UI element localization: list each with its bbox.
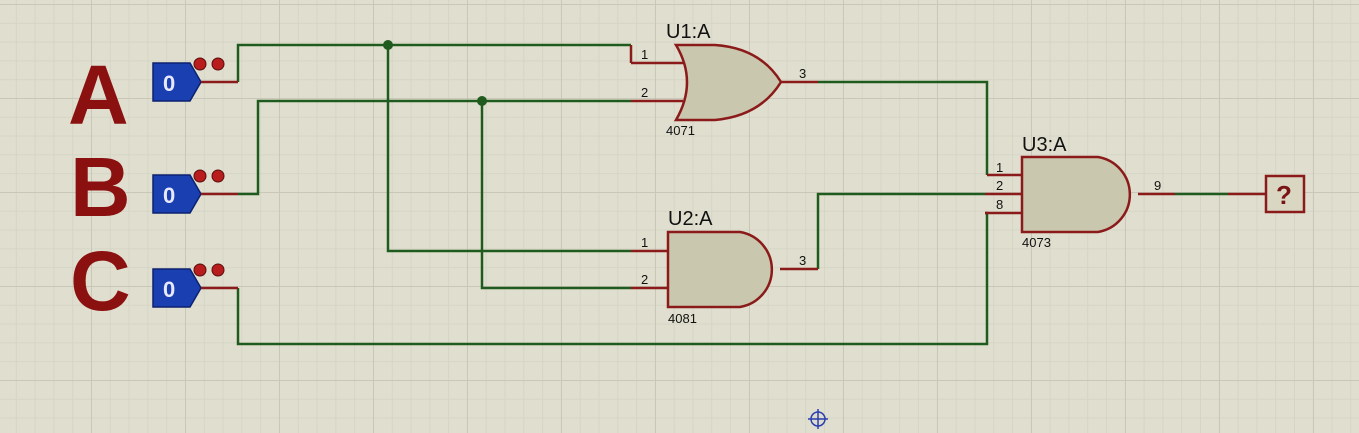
input-label-c: C [70,234,131,328]
gate-part-number: 4071 [666,123,695,138]
toggle-dot-icon[interactable] [193,263,207,277]
logic-state-value: 0 [163,71,175,96]
wires [236,40,1228,346]
wire-c-to-u3-in3[interactable] [236,211,989,346]
wire-u1-out-to-u3-in1[interactable] [818,80,989,175]
toggle-dot-icon[interactable] [193,57,207,71]
toggle-dot-icon[interactable] [211,169,225,183]
toggle-dot-icon[interactable] [211,57,225,71]
pin-number: 9 [1154,178,1161,193]
u1-or-gate[interactable]: U1:A 4071 1 2 3 [629,21,818,138]
wire-b-to-u2-in2[interactable] [480,101,631,290]
wire-b-to-u1-in2[interactable] [238,99,631,196]
pin-number: 8 [996,197,1003,212]
and-gate-body[interactable] [1020,155,1132,234]
pin-number: 1 [641,47,648,62]
input-label-b: B [70,140,131,234]
pin-number: 2 [996,178,1003,193]
gate-designator: U3:A [1022,134,1067,156]
toggle-dot-icon[interactable] [193,169,207,183]
logic-state-box[interactable] [152,268,202,308]
probe-value: ? [1276,180,1292,210]
or-gate-body[interactable] [673,43,783,122]
pin-number: 2 [641,272,648,287]
wire-a-to-u2-in1[interactable] [386,45,631,253]
junction-dot [477,96,487,106]
u2-and-gate[interactable]: U2:A 4081 1 2 3 [631,208,818,326]
input-b[interactable]: B 0 [70,140,238,234]
toggle-dot-icon[interactable] [211,263,225,277]
and-gate-body[interactable] [666,230,774,309]
u3-and-gate[interactable]: U3:A 4073 1 2 8 9 [985,134,1175,250]
logic-state-value: 0 [163,277,175,302]
pin-number: 1 [641,235,648,250]
pin-number: 3 [799,66,806,81]
pin-number: 2 [641,85,648,100]
input-label-a: A [68,48,129,142]
logic-state-value: 0 [163,183,175,208]
input-a[interactable]: A 0 [68,48,238,142]
pin-number: 1 [996,160,1003,175]
probe-box[interactable] [1264,174,1306,214]
gate-designator: U1:A [666,21,711,43]
gate-part-number: 4081 [668,311,697,326]
gate-designator: U2:A [668,208,713,230]
junction-dot [383,40,393,50]
pin-number: 3 [799,253,806,268]
wire-a-to-u1-in1[interactable] [236,43,631,82]
wire-u2-out-to-u3-in2[interactable] [816,192,985,269]
gate-part-number: 4073 [1022,235,1051,250]
origin-crosshair-icon [808,409,828,429]
logic-state-box[interactable] [152,62,202,102]
input-c[interactable]: C 0 [70,234,238,328]
logic-state-box[interactable] [152,174,202,214]
output-logic-probe[interactable]: ? [1228,174,1306,214]
